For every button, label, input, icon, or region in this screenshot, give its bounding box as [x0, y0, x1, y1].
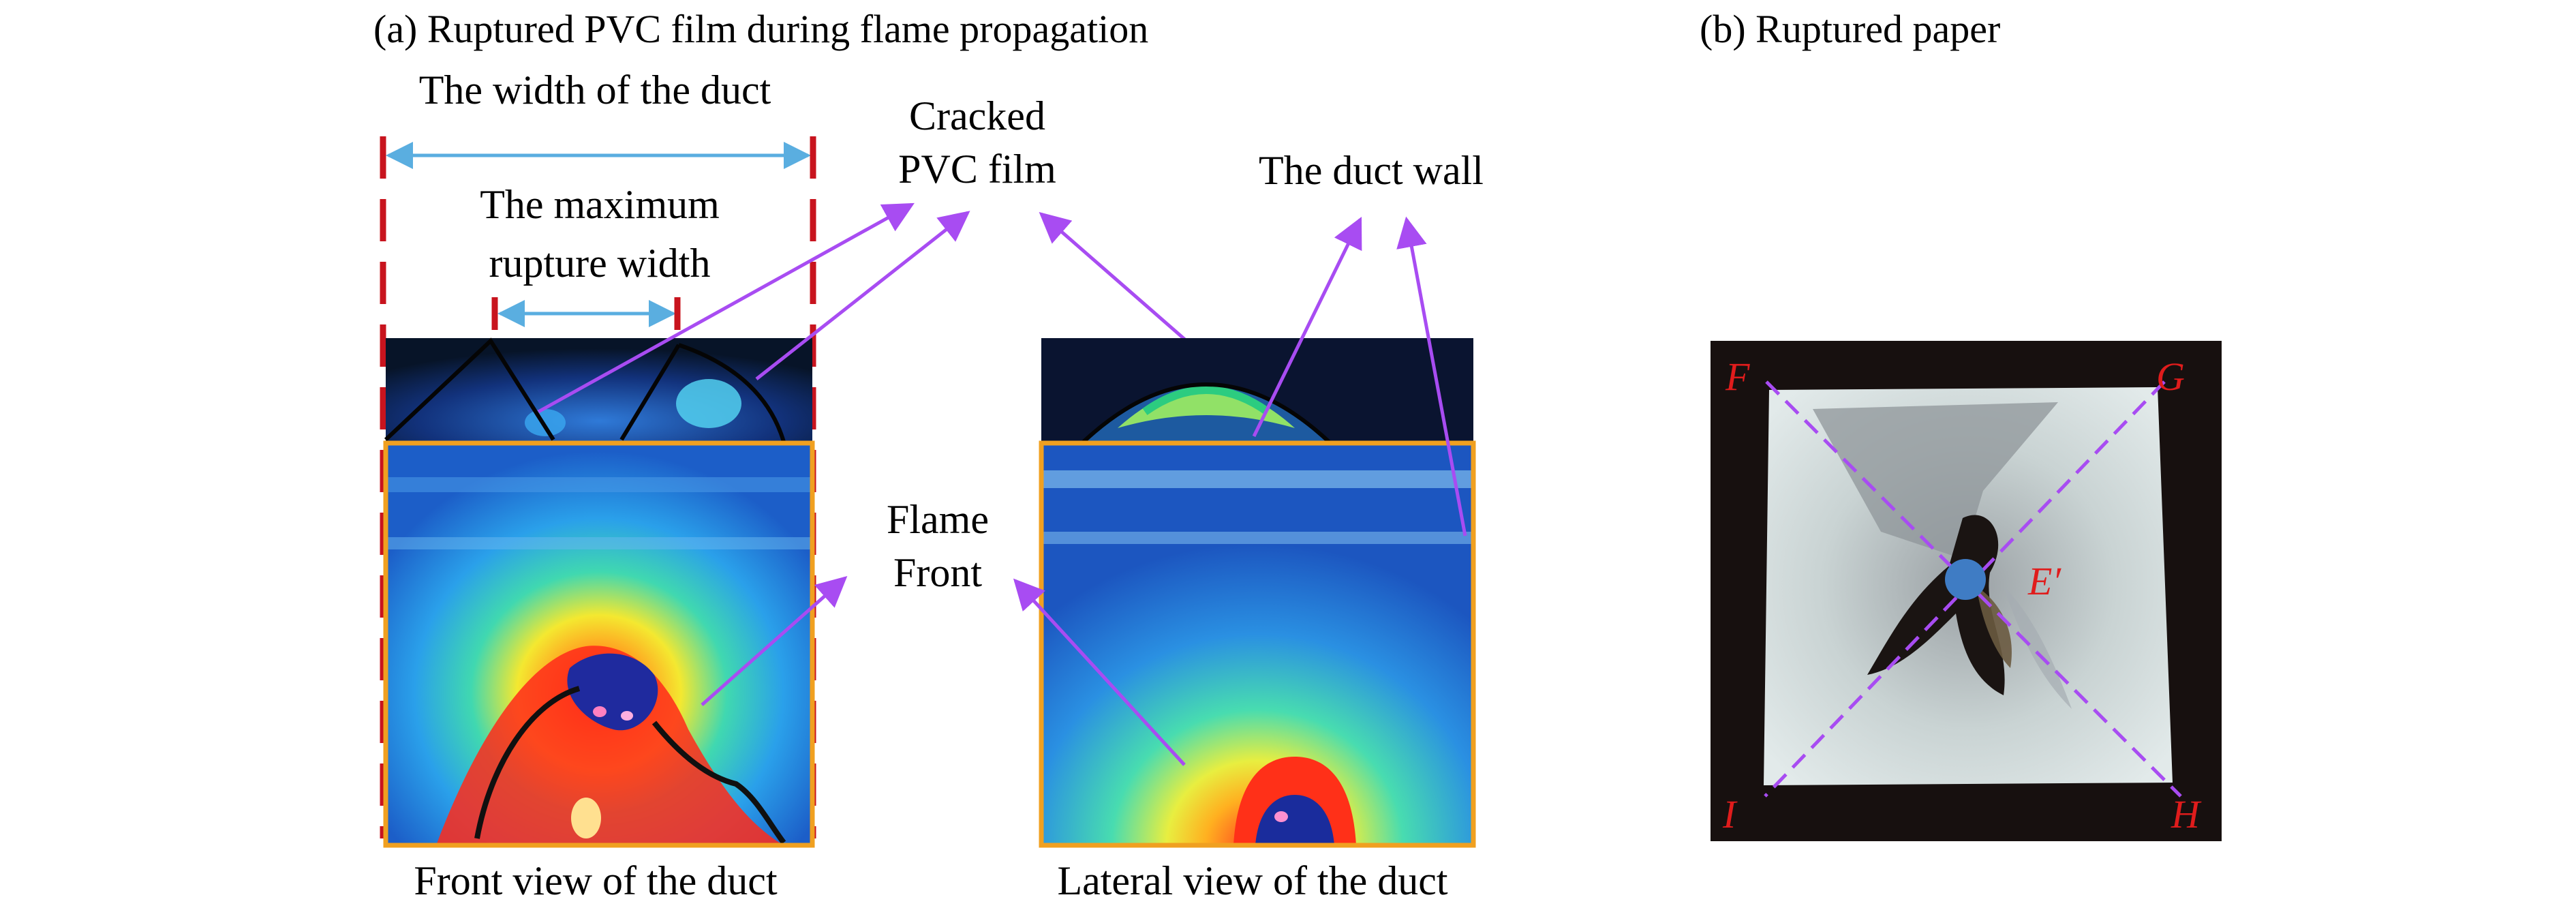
- cracked-arrow-front-left: [537, 202, 915, 414]
- flame-front-label-line1: Flame: [887, 497, 989, 542]
- panel-b-title: (b) Ruptured paper: [1700, 7, 2000, 51]
- ruptured-paper-photo: [1711, 341, 2222, 841]
- cracked-film-label-line2: PVC film: [898, 147, 1056, 192]
- front-view-caption: Front view of the duct: [414, 858, 778, 903]
- front-view-image: [386, 443, 812, 845]
- max-rupture-label-line2: rupture width: [489, 241, 711, 286]
- flame-front-arrow-front: [701, 576, 848, 706]
- point-f-label: F: [1725, 354, 1750, 399]
- cracked-film-label-line1: Cracked: [909, 93, 1045, 138]
- max-rupture-label-line1: The maximum: [480, 182, 720, 227]
- duct-wall-arrow-left: [1252, 216, 1362, 438]
- flame-front-label-line2: Front: [893, 550, 982, 595]
- lateral-view-caption: Lateral view of the duct: [1057, 858, 1447, 903]
- panel-a-title: (a) Ruptured PVC film during flame propa…: [373, 7, 1148, 51]
- point-h-label: H: [2171, 792, 2202, 836]
- point-e-prime-label: E′: [2027, 559, 2061, 603]
- duct-width-label: The width of the duct: [419, 67, 771, 112]
- point-g-label: G: [2156, 354, 2185, 399]
- cracked-arrow-front-right: [755, 211, 970, 380]
- center-point-dot: [1945, 559, 1986, 600]
- lateral-view-image: [1041, 443, 1473, 845]
- lateral-view-top-strip: [1041, 338, 1473, 444]
- duct-wall-arrow-right: [1396, 216, 1467, 536]
- point-i-label: I: [1722, 792, 1738, 836]
- diagonal-f-h: [1765, 380, 2182, 798]
- front-view-top-strip: [384, 337, 812, 442]
- duct-wall-label: The duct wall: [1259, 148, 1484, 193]
- flame-front-arrow-lateral: [1013, 578, 1186, 766]
- lateral-view-frame: [1039, 440, 1476, 848]
- front-view-frame: [383, 440, 815, 848]
